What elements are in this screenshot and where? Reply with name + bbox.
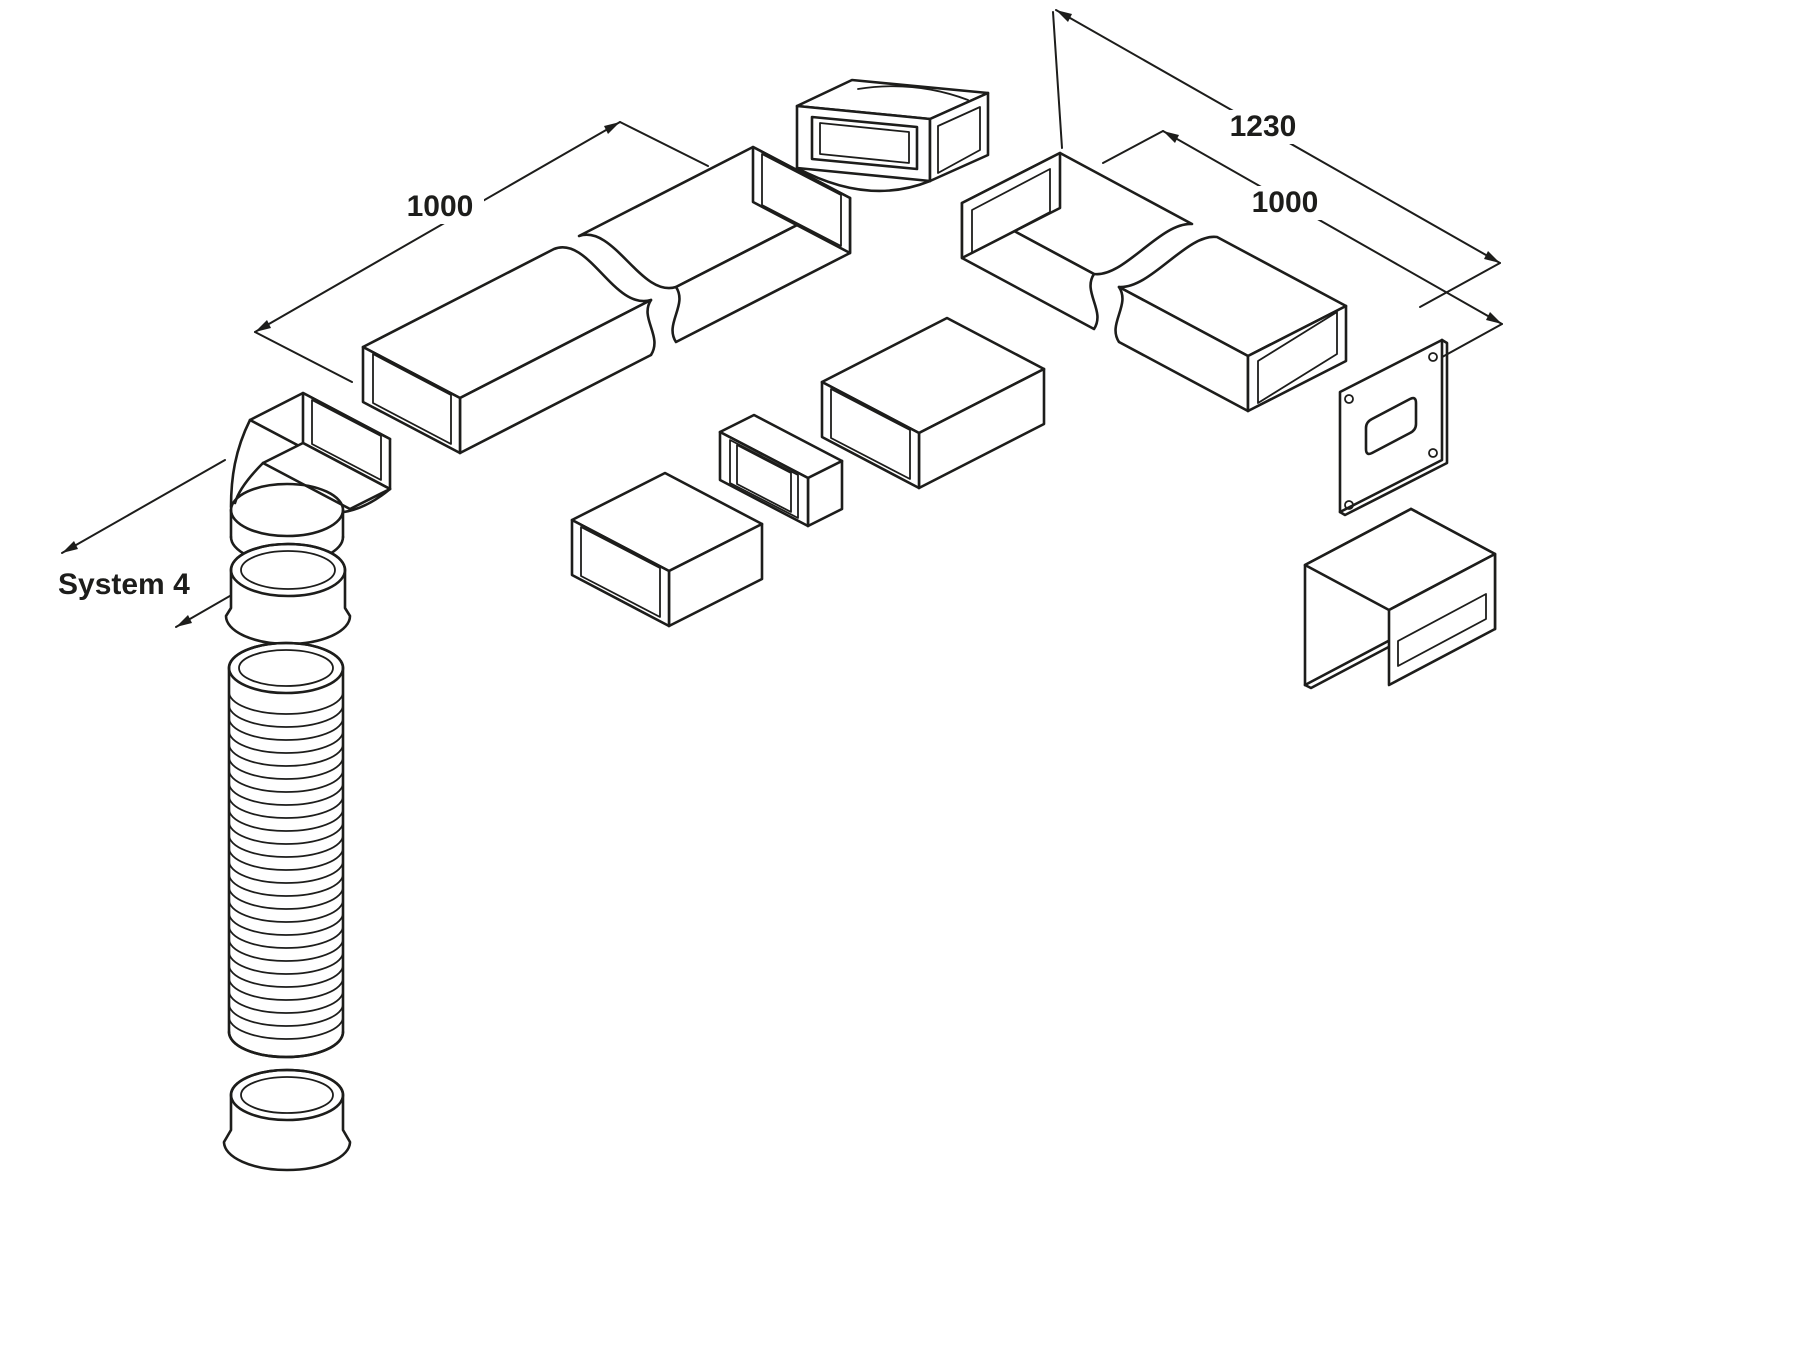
connector-rim (229, 542, 347, 598)
elbow-underside-curve (795, 166, 932, 193)
plate-duct-hole (1364, 396, 1418, 456)
hose-top-inner-rim (238, 649, 334, 687)
screw-hole (1344, 500, 1354, 510)
coupling-lip-outer (729, 439, 799, 519)
arrowhead (176, 615, 192, 627)
round-outlet-rim (229, 482, 345, 538)
exterior-vent-hood (1303, 507, 1497, 690)
hose-bottom-rim (227, 1030, 345, 1059)
elbow-opening-lip (819, 122, 910, 164)
elbow-opening-lip (311, 399, 382, 481)
arrowhead (1056, 10, 1072, 22)
hood-front-face (1387, 552, 1497, 687)
coupling-opening-face (718, 430, 810, 528)
duct-side-face (671, 196, 852, 344)
duct-wall-lip (1257, 311, 1338, 404)
screw-hole (1344, 394, 1354, 404)
screw-hole (1428, 352, 1438, 362)
mid-flat-duct (820, 316, 1046, 490)
connector-body (224, 542, 352, 646)
label-overall-length: 1230 (1230, 110, 1297, 143)
elbow-side-face (928, 91, 990, 183)
connector-rim (229, 1068, 345, 1122)
wall-mounting-plate (1338, 338, 1449, 517)
dimension-right-1000 (1102, 130, 1503, 368)
hood-outlet-slot (1397, 593, 1487, 667)
label-system-name: System 4 (58, 568, 190, 601)
duct-side-face (458, 298, 656, 455)
connector-inner-rim (240, 550, 336, 590)
duct-end-face (1246, 304, 1348, 413)
duct-wall-lip (971, 168, 1051, 254)
arrowhead (1163, 131, 1179, 143)
hose-ribs (228, 691, 344, 1040)
duct-opening-face (820, 380, 921, 490)
elbow-opening (810, 115, 919, 171)
coupling-lip-inner (736, 444, 792, 513)
bend-outer-right (342, 487, 392, 514)
plate-thickness (1338, 338, 1449, 517)
right-duct-segment-a (960, 151, 1194, 331)
flat-elbow-horizontal (795, 78, 990, 193)
label-backdrop (396, 190, 484, 224)
left-duct-segment-a (361, 245, 656, 455)
duct-coupling (718, 413, 844, 528)
duct-side-face (1114, 285, 1250, 413)
extension-line (254, 331, 353, 383)
duct-end-face (751, 145, 852, 255)
duct-opening-face (361, 345, 462, 455)
duct-wall-lip (580, 526, 661, 618)
hose-top-rim (227, 641, 345, 695)
duct-wall-lip (830, 388, 911, 480)
plate-face (1338, 338, 1444, 514)
arrowhead (604, 122, 620, 134)
label-left-duct-length: 1000 (407, 190, 474, 223)
hose-end-connector (222, 1068, 352, 1172)
dimension-labels: 1000 1230 1000 System 4 (58, 110, 1331, 601)
flexible-hose (227, 641, 345, 1059)
extension-line (1102, 130, 1164, 164)
vertical-elbow-round-outlet (229, 391, 392, 565)
elbow-outlet-lip (937, 106, 981, 174)
short-flat-duct (570, 471, 764, 628)
duct-opening-face (960, 151, 1062, 260)
extension-line (1419, 262, 1501, 308)
extension-line (619, 121, 709, 167)
label-backdrop (1239, 186, 1331, 220)
round-connector (224, 542, 352, 646)
elbow-bend-curve (857, 85, 969, 101)
elbow-front-face (261, 441, 392, 511)
bend-outer-left (229, 418, 252, 509)
arrowhead (1486, 312, 1502, 324)
duct-opening-face (570, 518, 671, 628)
duct-wall-lip (372, 353, 452, 445)
left-duct-segment-b (577, 145, 852, 344)
arrowhead (62, 541, 78, 553)
dim-line (1162, 130, 1503, 325)
label-backdrop (1217, 110, 1309, 144)
screw-hole (1428, 448, 1438, 458)
duct-wall-lip (761, 153, 842, 247)
arrowhead (255, 320, 271, 332)
extension-line (1052, 11, 1063, 149)
label-right-duct-length: 1000 (1252, 186, 1319, 219)
dimension-left-1000 (254, 121, 709, 383)
dim-line (254, 121, 621, 333)
connector-inner-rim (240, 1076, 334, 1114)
right-duct-segment-b (1114, 235, 1348, 413)
leader-line (61, 459, 226, 554)
arrowhead (1484, 251, 1500, 263)
